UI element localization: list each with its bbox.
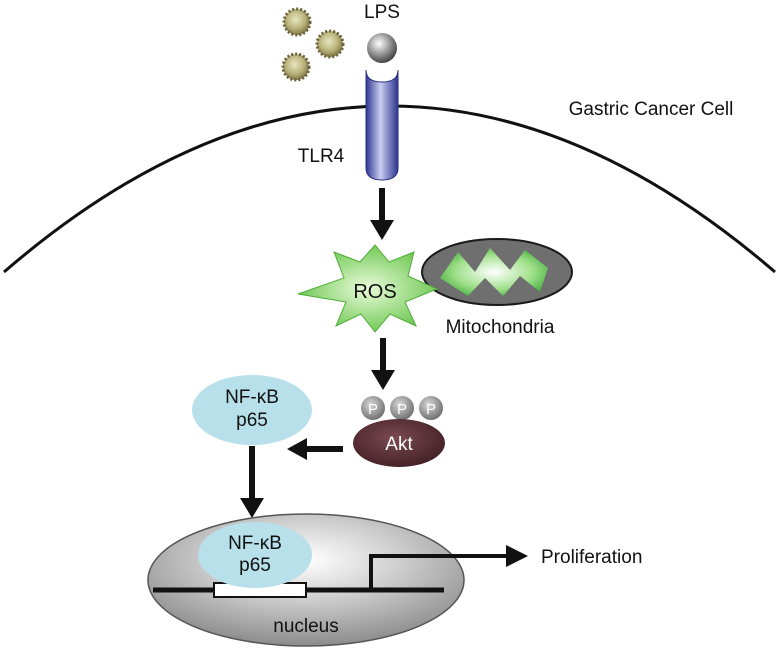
akt-node	[353, 419, 445, 467]
svg-text:P: P	[397, 401, 407, 418]
nfkb-cytoplasm-title: NF-κB	[225, 387, 279, 408]
arrow-akt-to-nfkb	[287, 438, 343, 460]
phospho-group-icon: P	[361, 396, 385, 420]
ros-burst-icon	[297, 244, 439, 333]
lps-particle-icon	[315, 29, 345, 59]
arrow-transcription	[369, 545, 528, 590]
lps-ligand-icon	[367, 33, 397, 63]
phospho-groups: P P P	[361, 396, 443, 420]
lps-particle-icon	[282, 7, 312, 37]
mitochondria-icon	[421, 238, 573, 306]
arrow-nfkb-to-nucleus	[240, 446, 264, 518]
svg-text:P: P	[368, 401, 378, 418]
mitochondria-label: Mitochondria	[446, 317, 555, 338]
proliferation-label: Proliferation	[541, 547, 642, 568]
nfkb-cytoplasm-node	[192, 375, 312, 445]
arrow-ros-to-akt	[371, 338, 395, 390]
svg-text:P: P	[426, 401, 436, 418]
lps-particle-icon	[281, 52, 311, 82]
phospho-group-icon: P	[419, 396, 443, 420]
nfkb-nucleus-node	[198, 522, 312, 588]
nucleus-label: nucleus	[273, 616, 339, 637]
lps-label: LPS	[364, 2, 400, 23]
ros-label: ROS	[353, 281, 396, 303]
tlr4-receptor-icon	[365, 69, 399, 181]
cell-label: Gastric Cancer Cell	[569, 99, 734, 120]
nfkb-nucleus-sub: p65	[239, 555, 271, 576]
lps-particles	[281, 7, 345, 82]
akt-label: Akt	[385, 434, 413, 455]
arrow-tlr4-to-ros	[370, 188, 394, 240]
nfkb-cytoplasm-sub: p65	[236, 410, 268, 431]
nfkb-nucleus-title: NF-κB	[228, 533, 282, 554]
phospho-group-icon: P	[390, 396, 414, 420]
tlr4-label: TLR4	[298, 146, 345, 167]
